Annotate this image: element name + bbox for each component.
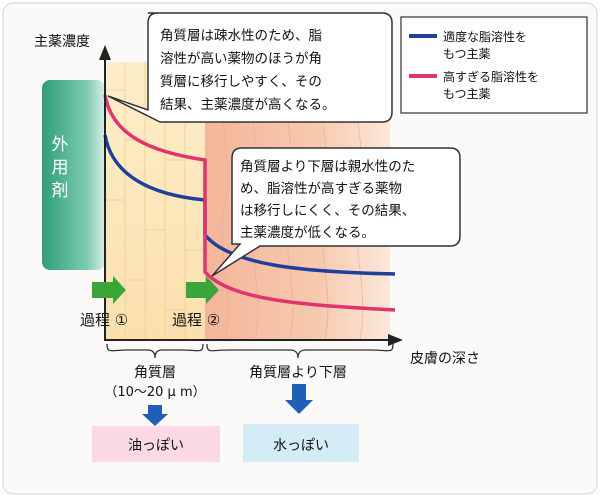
lower-layers-bracket [206,343,394,359]
callout-middle-line-3: は移行しにくく、その結果、 [240,203,415,219]
callout-middle-line-4: 主薬濃度が低くなる。 [240,225,375,241]
watery-box [243,424,359,462]
y-axis-arrowhead [99,45,111,60]
stratum-corneum-texture [105,62,205,340]
lower-layers-label: 角質層より下層 [249,365,347,381]
callout-middle-line-2: め、脂溶性が高すぎる薬物 [240,180,402,197]
callout-middle-bubble [211,147,461,277]
topical-label-char-1: 外 [52,135,69,155]
process-1-label: 過程 ① [80,311,128,329]
legend-box [400,16,588,114]
axes-lines [104,52,395,341]
callout-middle-line-1: 角質層より下層は親水性のた [240,159,415,175]
callout-top-line-2: 溶性が高い薬物のほうが角 [160,50,322,67]
legend-high-line-2: もつ主薬 [443,87,491,101]
x-axis-arrowhead [388,334,403,346]
topical-agent-block [42,80,105,270]
stratum-corneum-bracket [106,343,204,359]
callout-top-line-1: 角質層は疎水性のため、脂 [160,28,322,44]
x-axis-label: 皮膚の深さ [410,351,480,367]
callout-top-bubble [107,12,393,123]
legend-moderate-line-2: もつ主薬 [443,47,491,61]
process-1-arrow [92,276,126,304]
stratum-corneum-label: 角質層 [134,365,176,381]
topical-label-char-3: 剤 [52,181,69,201]
stratum-corneum-thickness: （10～20 μ m） [104,385,205,400]
legend-high-line-1: 高すぎる脂溶性を [443,69,539,84]
oily-label: 油っぽい [128,438,184,454]
down-arrow-watery [285,384,313,414]
process-2-arrow [186,276,219,304]
legend-moderate-line-1: 適度な脂溶性を [443,29,527,44]
watery-label: 水っぽい [273,438,329,454]
y-axis-label: 主薬濃度 [34,34,90,50]
topical-label-char-2: 用 [52,158,69,178]
down-arrow-oily [142,405,168,426]
process-2-label: 過程 ② [172,311,220,329]
callout-top-line-3: 質層に移行しやすく、その [160,74,322,90]
oily-box [92,426,220,462]
curve-high-lipophilicity [103,94,396,312]
callout-top-line-4: 結果、主薬濃度が高くなる。 [160,96,336,113]
